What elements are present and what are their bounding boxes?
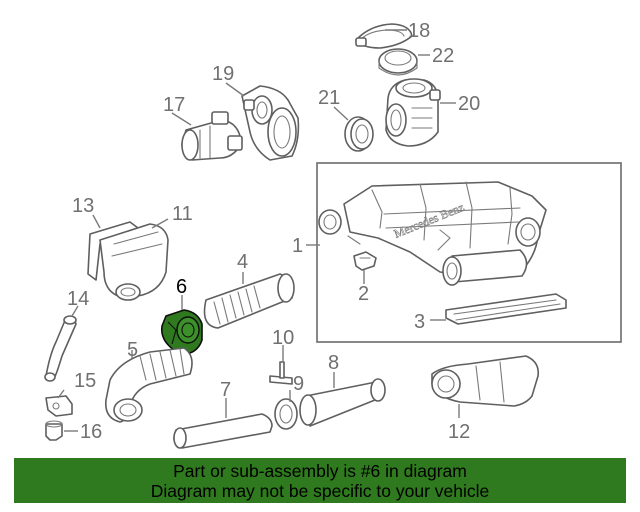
callout-6: 6 — [176, 276, 187, 298]
callout-13: 13 — [72, 195, 94, 217]
callout-19: 19 — [212, 63, 234, 85]
callout-2: 2 — [358, 283, 369, 305]
part-6-highlighted — [160, 309, 203, 355]
callout-14: 14 — [67, 288, 89, 310]
part-21-ring — [344, 116, 374, 152]
part-14-hose — [44, 315, 77, 382]
part-22-seal — [378, 48, 418, 76]
callout-22: 22 — [432, 45, 454, 67]
part-16-plug — [45, 420, 63, 441]
banner-line-1: Part or sub-assembly is #6 in diagram — [173, 461, 467, 481]
part-20-housing — [385, 78, 441, 147]
part-19-throttle — [241, 85, 300, 161]
callout-7: 7 — [220, 379, 231, 401]
part-10-bolt — [269, 361, 293, 385]
part-15-bracket — [45, 395, 73, 417]
banner-line-2: Diagram may not be specific to your vehi… — [150, 481, 490, 501]
callout-11: 11 — [172, 203, 193, 225]
callout-4: 4 — [237, 251, 248, 273]
callout-labels: 18 22 20 21 19 17 13 11 1 4 2 6 14 3 5 1… — [67, 20, 480, 443]
part-8-pipe — [299, 378, 386, 427]
part-2-bracket — [353, 251, 377, 271]
assembly-1-frame — [316, 162, 622, 343]
part-17-sensor — [181, 111, 243, 161]
info-banner: Part or sub-assembly is #6 in diagram Di… — [14, 458, 626, 503]
callout-3: 3 — [414, 311, 425, 333]
callout-17: 17 — [163, 94, 185, 116]
leader-lines — [57, 29, 460, 432]
part-11-duct — [99, 223, 169, 301]
part-12-scoop — [431, 355, 540, 407]
callout-8: 8 — [328, 352, 339, 374]
callout-18: 18 — [408, 20, 430, 42]
part-18-clamp — [355, 23, 413, 49]
callout-15: 15 — [74, 370, 96, 392]
callout-20: 20 — [458, 93, 480, 115]
part-3-filter — [445, 293, 567, 325]
part-1-air-cleaner: Mercedes Benz — [318, 181, 547, 286]
callout-12: 12 — [448, 421, 470, 443]
callout-21: 21 — [318, 87, 340, 109]
part-7-pipe — [173, 413, 273, 449]
part-5-bend — [104, 347, 193, 423]
callout-10: 10 — [272, 327, 294, 349]
callout-16: 16 — [80, 421, 102, 443]
part-9-ring — [274, 398, 298, 430]
callout-1: 1 — [292, 235, 303, 257]
callout-5: 5 — [127, 339, 138, 361]
callout-9: 9 — [293, 373, 304, 395]
part-4-hose — [203, 273, 295, 329]
